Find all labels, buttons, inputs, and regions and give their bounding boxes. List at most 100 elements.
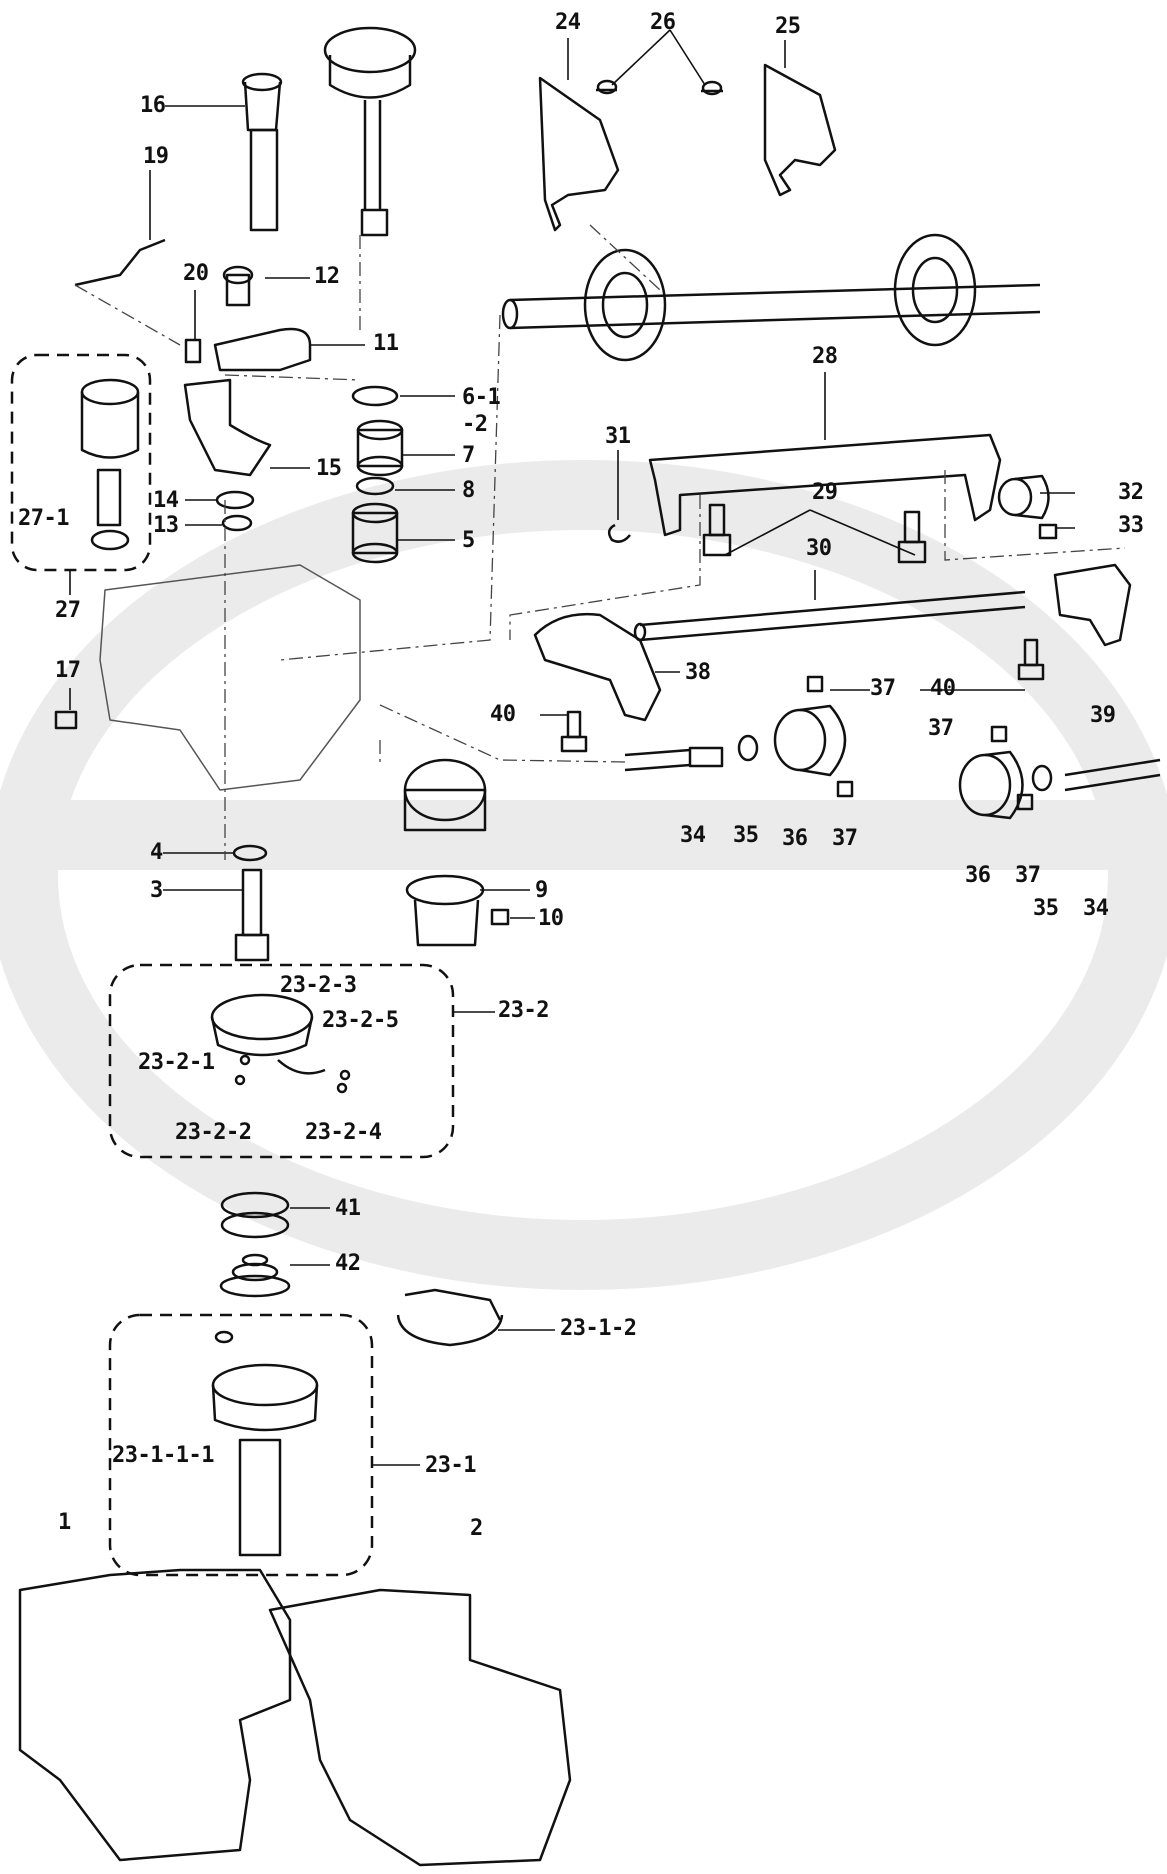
label-39: 39 bbox=[1090, 703, 1116, 728]
part-37-screw-c bbox=[990, 725, 1008, 743]
label-23-1: 23-1 bbox=[425, 1453, 476, 1478]
part-41-bobbin bbox=[220, 1191, 290, 1239]
label-6-1: 6-1 bbox=[462, 385, 501, 410]
part-10-screw bbox=[490, 908, 510, 926]
part-37-screw-d bbox=[1016, 793, 1034, 811]
part-23-2-group bbox=[108, 963, 455, 1159]
label-31: 31 bbox=[605, 424, 631, 449]
label-35-b: 35 bbox=[1033, 896, 1059, 921]
label-13: 13 bbox=[153, 513, 179, 538]
part-19-wire bbox=[74, 238, 166, 287]
label-23-2-3: 23-2-3 bbox=[280, 973, 357, 998]
part-4-washer bbox=[232, 844, 268, 862]
label-34-b: 34 bbox=[1083, 896, 1109, 921]
label-7: 7 bbox=[462, 443, 475, 468]
part-14-washer bbox=[215, 490, 255, 510]
label-23-2-1: 23-2-1 bbox=[138, 1050, 215, 1075]
label-27-1: 27-1 bbox=[18, 506, 69, 531]
part-31-clip bbox=[607, 523, 631, 543]
label-2: 2 bbox=[470, 1516, 483, 1541]
part-6-washer bbox=[351, 385, 399, 407]
part-27-group bbox=[10, 353, 152, 572]
label-35-a: 35 bbox=[733, 823, 759, 848]
label-8: 8 bbox=[462, 478, 475, 503]
label-36-b: 36 bbox=[965, 863, 991, 888]
label-1: 1 bbox=[58, 1510, 71, 1535]
part-24-plate bbox=[538, 76, 620, 232]
watermark-letters bbox=[0, 800, 1167, 870]
label-24: 24 bbox=[555, 10, 581, 35]
part-3-screw bbox=[234, 868, 270, 962]
label-38: 38 bbox=[685, 660, 711, 685]
part-20 bbox=[184, 338, 202, 364]
label-5: 5 bbox=[462, 528, 475, 553]
part-37-screw-b bbox=[836, 780, 854, 798]
part-39-lever bbox=[1053, 563, 1132, 647]
label-4: 4 bbox=[150, 840, 163, 865]
label-29: 29 bbox=[812, 480, 838, 505]
part-37-screw-a bbox=[806, 675, 824, 693]
part-15-bracket bbox=[183, 378, 272, 477]
part-38-lever bbox=[533, 613, 662, 722]
part-13-washer bbox=[221, 514, 253, 532]
label-23-1-2: 23-1-2 bbox=[560, 1316, 637, 1341]
part-29-screws bbox=[702, 503, 927, 564]
part-32-collar bbox=[997, 474, 1050, 520]
part-35-washer-left bbox=[737, 734, 759, 762]
label-32: 32 bbox=[1118, 480, 1144, 505]
part-23-1-group bbox=[108, 1313, 374, 1577]
label-23-1-1-1: 23-1-1-1 bbox=[112, 1443, 214, 1468]
label-26: 26 bbox=[650, 10, 676, 35]
label-17: 17 bbox=[55, 658, 81, 683]
label-37-a: 37 bbox=[870, 676, 896, 701]
part-36-knob-left bbox=[773, 704, 847, 777]
label-20: 20 bbox=[183, 261, 209, 286]
label-15: 15 bbox=[316, 456, 342, 481]
label-23-2-4: 23-2-4 bbox=[305, 1120, 382, 1145]
leader-lines bbox=[69, 29, 1075, 1466]
part-36-knob-right bbox=[958, 750, 1024, 820]
part-11-bracket bbox=[213, 327, 312, 372]
label-42: 42 bbox=[335, 1251, 361, 1276]
label-40-b: 40 bbox=[930, 676, 956, 701]
part-12 bbox=[222, 265, 254, 307]
part-9-bushing bbox=[405, 874, 485, 947]
watermark-logo bbox=[0, 460, 1167, 1290]
ghost-housing bbox=[99, 564, 361, 791]
label-14: 14 bbox=[153, 488, 179, 513]
label-6-2: -2 bbox=[462, 412, 488, 437]
part-2-housing bbox=[268, 1588, 572, 1867]
center-lines bbox=[74, 224, 1126, 860]
label-27: 27 bbox=[55, 598, 81, 623]
part-7-bearing bbox=[356, 419, 404, 477]
label-34-a: 34 bbox=[680, 823, 706, 848]
part-34-stud-right bbox=[1064, 758, 1161, 792]
label-19: 19 bbox=[143, 144, 169, 169]
label-30: 30 bbox=[806, 536, 832, 561]
label-3: 3 bbox=[150, 878, 163, 903]
hook-shaft-top bbox=[323, 26, 417, 237]
part-35-washer-right bbox=[1031, 764, 1053, 792]
label-36-a: 36 bbox=[782, 826, 808, 851]
label-41: 41 bbox=[335, 1196, 361, 1221]
part-8-ring bbox=[355, 476, 395, 496]
label-23-2: 23-2 bbox=[498, 998, 549, 1023]
label-37-d: 37 bbox=[1015, 863, 1041, 888]
part-34-stud-left bbox=[624, 746, 724, 772]
label-33: 33 bbox=[1118, 513, 1144, 538]
part-25-plate bbox=[763, 63, 837, 197]
label-40-a: 40 bbox=[490, 702, 516, 727]
label-23-2-2: 23-2-2 bbox=[175, 1120, 252, 1145]
label-28: 28 bbox=[812, 344, 838, 369]
part-16-pin bbox=[241, 72, 283, 232]
label-10: 10 bbox=[538, 906, 564, 931]
part-23-1-2-cap bbox=[396, 1288, 504, 1347]
part-28-frame bbox=[648, 433, 1002, 537]
label-23-2-5: 23-2-5 bbox=[322, 1008, 399, 1033]
part-1-housing bbox=[18, 1568, 292, 1862]
part-40-screws bbox=[560, 638, 1045, 753]
label-16: 16 bbox=[140, 93, 166, 118]
label-37-b: 37 bbox=[928, 716, 954, 741]
main-shaft-with-gears bbox=[501, 233, 1041, 362]
